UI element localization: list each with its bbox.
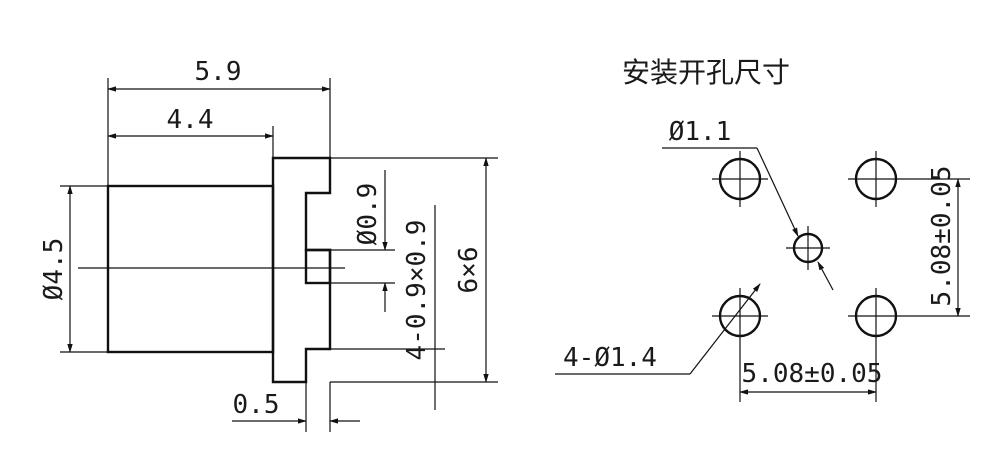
pin-diameter-label: Ø0.9 <box>353 183 383 246</box>
hole-bottom-right <box>848 288 904 352</box>
pitch-vertical-label: 5.08±0.05 <box>927 166 957 307</box>
body-diameter-label: Ø4.5 <box>39 238 69 301</box>
connector-flange <box>271 156 332 384</box>
corner-holes-label: 4-Ø1.4 <box>563 343 657 373</box>
pin-array-label: 4-0.9×0.9 <box>402 220 432 361</box>
pitch-horizontal-label: 5.08±0.05 <box>742 359 883 389</box>
overall-length-label: 5.9 <box>195 57 242 87</box>
connector-body <box>106 184 275 354</box>
flange-size-label: 6×6 <box>454 247 484 294</box>
hole-top-right <box>848 151 904 207</box>
hole-bottom-left <box>712 288 768 352</box>
cutout-title: 安装开孔尺寸 <box>622 56 790 89</box>
center-pin <box>304 248 332 285</box>
hole-center <box>786 226 830 270</box>
center-hole-label: Ø1.1 <box>669 117 732 147</box>
hole-top-left <box>712 151 768 207</box>
flange-thickness-label: 0.5 <box>233 390 280 420</box>
front-view: 5.9 4.4 Ø4.5 6×6 Ø0.9 4-0.9×0.9 0.5 <box>39 57 498 432</box>
body-length-label: 4.4 <box>167 105 214 135</box>
cutout-view: 安装开孔尺寸 Ø1 <box>555 56 970 402</box>
